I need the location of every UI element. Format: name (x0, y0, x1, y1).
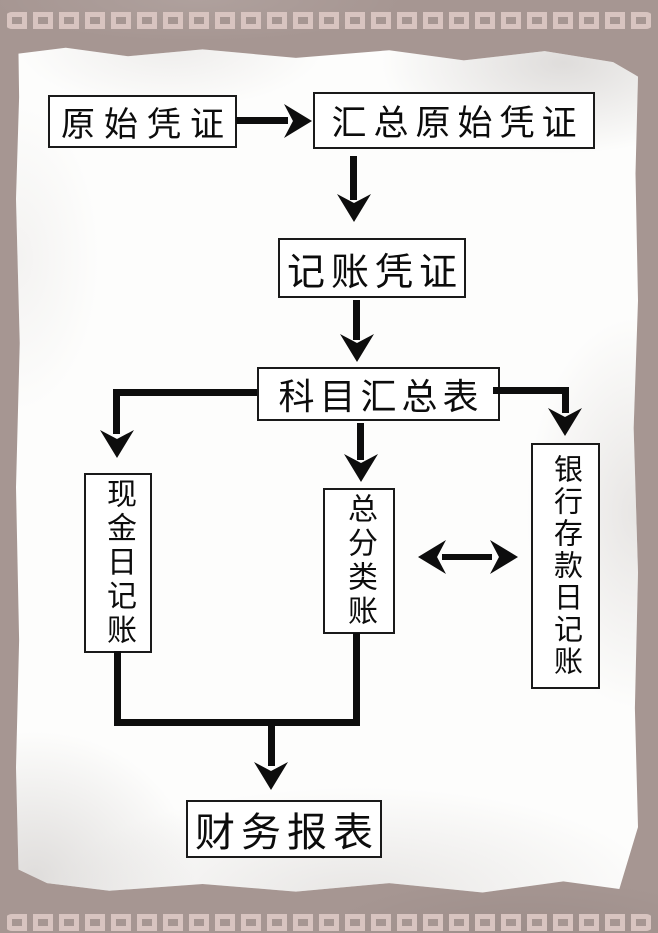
arrow-summary-to-voucher-line (350, 156, 357, 200)
node-original-voucher: 原始凭证 (48, 95, 237, 148)
merge-ledger-vline (353, 633, 360, 726)
node-summary-original-voucher: 汇总原始凭证 (313, 92, 595, 149)
arrow-merge-to-report-line (268, 726, 275, 766)
node-bookkeeping-voucher: 记账凭证 (278, 238, 466, 298)
double-arrow-line (442, 554, 492, 560)
arrow-subject-to-bank-vline (562, 387, 569, 413)
arrow-subject-to-ledger-line (357, 423, 364, 460)
chain-border-top-icon (4, 12, 654, 29)
arrow-subject-to-cash-vline (113, 389, 120, 434)
merge-hline (114, 719, 360, 726)
arrow-subject-to-cash-hline (113, 389, 257, 396)
chain-border-bottom-icon (4, 914, 654, 931)
node-cash-journal: 现金日记账 (84, 473, 152, 653)
node-bank-deposit-journal: 银行存款日记账 (531, 443, 600, 689)
node-financial-statements: 财务报表 (186, 800, 382, 858)
arrow-original-to-summary-line (236, 117, 288, 124)
node-account-summary-table: 科目汇总表 (257, 367, 500, 421)
arrow-subject-to-bank-hline (493, 387, 569, 394)
merge-cash-vline (114, 651, 121, 726)
node-general-ledger: 总分类账 (323, 488, 395, 634)
arrow-voucher-to-subject-line (353, 300, 360, 340)
